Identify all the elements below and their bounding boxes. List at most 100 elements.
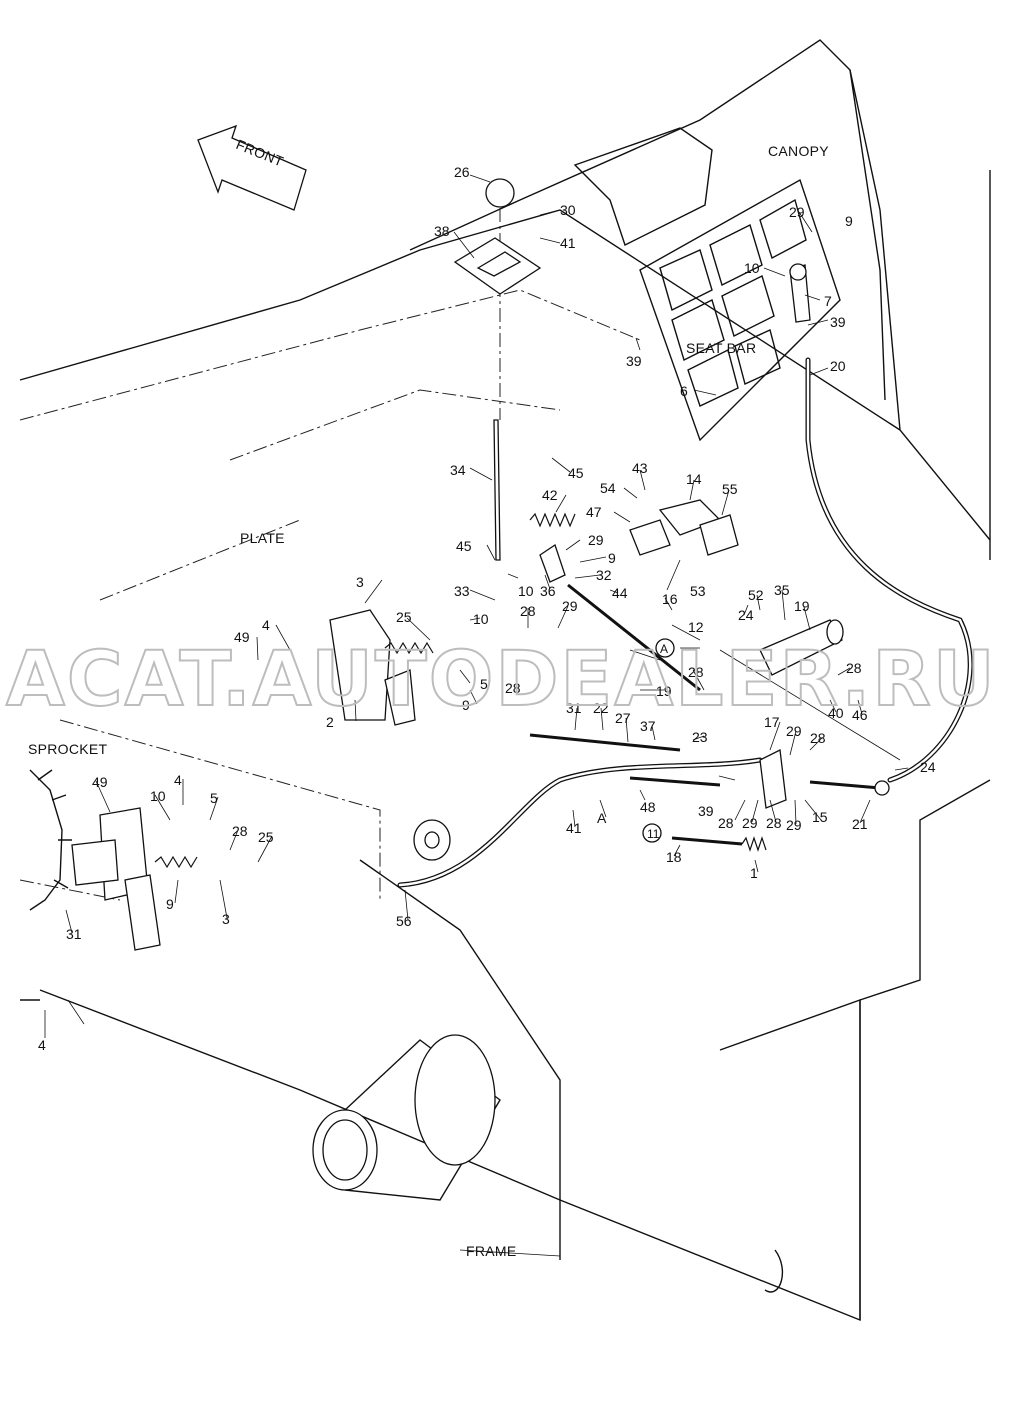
callout-5: 5 bbox=[480, 676, 488, 692]
callout-19: 19 bbox=[656, 683, 672, 699]
callout-15: 21 bbox=[852, 816, 868, 832]
callout-36: 36 bbox=[540, 583, 556, 599]
lever bbox=[539, 543, 566, 583]
callout-32: 32 bbox=[596, 567, 612, 583]
callout-25: 25 bbox=[396, 609, 412, 625]
callout-5: 28 bbox=[232, 823, 248, 839]
callout-27: 27 bbox=[615, 710, 631, 726]
callout-39: 39 bbox=[830, 314, 846, 330]
callout-23: 23 bbox=[692, 729, 708, 745]
callout-29: 29 bbox=[588, 532, 604, 548]
callout-9: 9 bbox=[608, 550, 616, 566]
callout-A: A bbox=[660, 642, 668, 656]
callout-33: 33 bbox=[454, 583, 470, 599]
push-rod bbox=[567, 583, 701, 692]
callout-29: 29 bbox=[786, 723, 802, 739]
frame-lower-edge bbox=[20, 999, 561, 1260]
callout-28: 28 bbox=[766, 815, 782, 831]
bracket-plate bbox=[699, 514, 739, 556]
callout-28: 28 bbox=[505, 680, 521, 696]
front-arrow bbox=[197, 124, 307, 211]
callout-45: 45 bbox=[568, 465, 584, 481]
callout-49: 49 bbox=[234, 629, 250, 645]
callout-29: 29 bbox=[789, 204, 805, 220]
watermark: ACAT.AUTODEALER.RU bbox=[6, 634, 997, 723]
pedal-lever-upper bbox=[384, 669, 416, 726]
frame-hidden-edge-1 bbox=[19, 289, 641, 461]
turnbuckle bbox=[629, 776, 721, 787]
callout-31: 31 bbox=[566, 700, 582, 716]
callout-28: 28 bbox=[846, 660, 862, 676]
callout-11: 18 bbox=[666, 849, 682, 865]
callout-22: 22 bbox=[593, 700, 609, 716]
callout-38: 38 bbox=[434, 223, 450, 239]
callout-47: 47 bbox=[586, 504, 602, 520]
callout-18: 1 bbox=[750, 865, 758, 881]
callout-4: 4 bbox=[262, 617, 270, 633]
plate-label: PLATE bbox=[240, 530, 285, 546]
callout-4: 10 bbox=[150, 788, 166, 804]
pedal-housing bbox=[71, 839, 119, 886]
callout-56: 4 bbox=[38, 1037, 46, 1053]
spring-25-upper bbox=[384, 641, 434, 655]
callout-20: 20 bbox=[830, 358, 846, 374]
callout-48: 41 bbox=[566, 820, 582, 836]
callout-29: 29 bbox=[562, 598, 578, 614]
spring-18 bbox=[741, 836, 767, 852]
sprocket-label: SPROCKET bbox=[28, 741, 108, 757]
pedal-lever-lower bbox=[124, 874, 161, 951]
cylinder bbox=[759, 619, 843, 676]
callout-29: 29 bbox=[742, 815, 758, 831]
callout-46: 46 bbox=[852, 707, 868, 723]
callout-16: 16 bbox=[662, 591, 678, 607]
callout-40: 40 bbox=[828, 705, 844, 721]
callout-43: 43 bbox=[632, 460, 648, 476]
control-knob bbox=[485, 178, 515, 208]
parts bbox=[71, 124, 973, 951]
callout-12: 12 bbox=[688, 619, 704, 635]
callout-30: 30 bbox=[560, 202, 576, 218]
callout-39: 39 bbox=[698, 803, 714, 819]
frame-hidden-edge-2 bbox=[19, 519, 381, 901]
canopy-rear-outline bbox=[849, 69, 991, 560]
callout-9: 9 bbox=[462, 697, 470, 713]
frame-label: FRAME bbox=[466, 1243, 517, 1259]
control-rod bbox=[493, 419, 501, 561]
rod-end bbox=[809, 780, 881, 790]
callout-21: 48 bbox=[640, 799, 656, 815]
leader-lines bbox=[44, 174, 909, 1257]
callout-44: 44 bbox=[612, 585, 628, 601]
bolt-11 bbox=[671, 836, 743, 846]
callout-52: 52 bbox=[748, 587, 764, 603]
callout-6: 6 bbox=[680, 383, 688, 399]
callout-28: 25 bbox=[258, 829, 274, 845]
callout-41: 41 bbox=[560, 235, 576, 251]
callout-25: 9 bbox=[166, 896, 174, 912]
callout-37: 37 bbox=[640, 718, 656, 734]
callout-28: 15 bbox=[812, 809, 828, 825]
callout-28: 28 bbox=[810, 730, 826, 746]
callout-41: A bbox=[597, 810, 607, 826]
callout-34: 34 bbox=[450, 462, 466, 478]
callout-28: 28 bbox=[688, 664, 704, 680]
seat-bar-label: SEAT BAR bbox=[686, 340, 756, 356]
callout-31: 56 bbox=[396, 913, 412, 929]
rear-hood bbox=[573, 127, 713, 246]
callout-53: 53 bbox=[690, 583, 706, 599]
frame-rear-block bbox=[359, 859, 861, 1320]
frame-top-edge bbox=[19, 209, 901, 431]
callout-14: 14 bbox=[686, 471, 702, 487]
callout-35: 35 bbox=[774, 582, 790, 598]
callout-10: 10 bbox=[518, 583, 534, 599]
callout-28: 28 bbox=[520, 603, 536, 619]
sprocket bbox=[29, 769, 72, 911]
callout-A: 11 bbox=[647, 827, 660, 841]
spring-25-lower bbox=[154, 855, 198, 869]
machine-body bbox=[19, 39, 991, 1322]
callout-10: 10 bbox=[744, 260, 760, 276]
callout-1: 49 bbox=[92, 774, 108, 790]
callout-10: 10 bbox=[473, 611, 489, 627]
callout-17: 17 bbox=[764, 714, 780, 730]
callout-55: 55 bbox=[722, 481, 738, 497]
